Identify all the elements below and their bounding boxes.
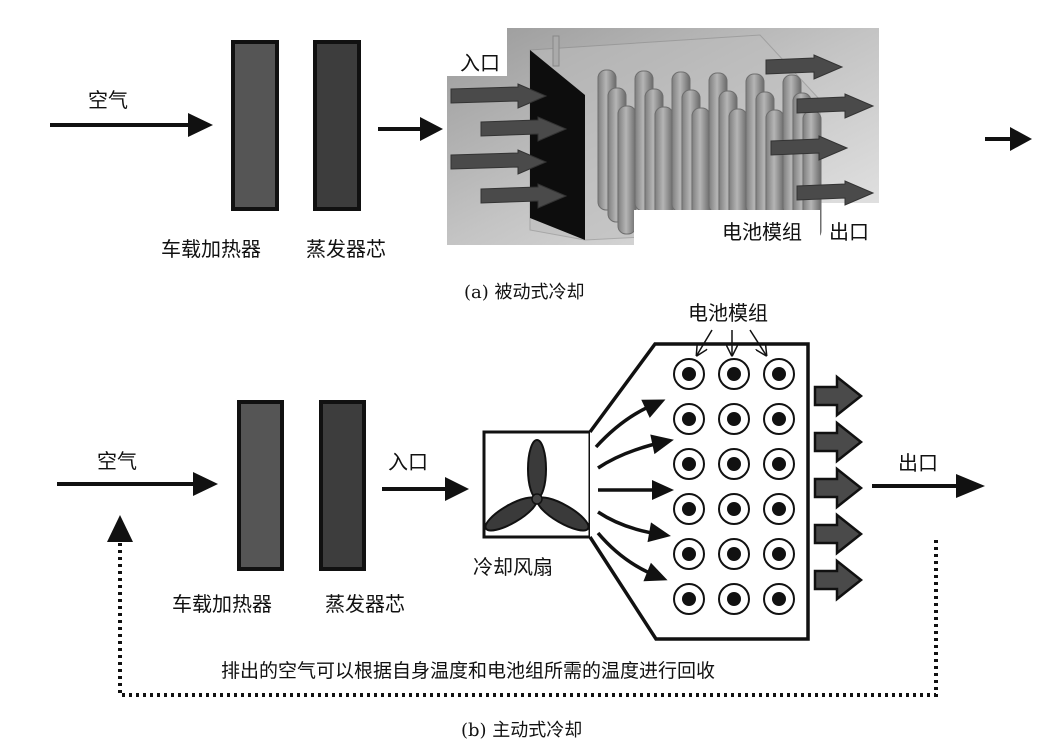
- battery-module-render: [447, 28, 879, 246]
- inlet-arrow-3d: [480, 116, 568, 142]
- battery-cell-core: [682, 367, 696, 381]
- battery-cell-core: [727, 547, 741, 561]
- module-pointer-arrows: [697, 329, 766, 355]
- airflow-arrow-head: [641, 399, 666, 418]
- outlet-label-a: 出口: [829, 220, 869, 244]
- battery-cell-core: [727, 592, 741, 606]
- battery-cell-core: [772, 367, 786, 381]
- outlet-block-arrow: [813, 374, 864, 418]
- airflow-arrow-head: [647, 522, 671, 543]
- inlet-arrow-3d: [450, 83, 548, 109]
- fan-icon: [484, 439, 590, 532]
- caption-a: (a) 被动式冷却: [464, 282, 585, 303]
- outlet-arrow-3d: [796, 93, 875, 119]
- outlet-arrow-3d: [770, 135, 849, 161]
- outlet-label-b: 出口: [898, 451, 938, 475]
- fan-label: 冷却风扇: [473, 555, 553, 579]
- caption-b: (b) 主动式冷却: [461, 720, 583, 741]
- battery-cell-core: [772, 502, 786, 516]
- air-inlet-arrow-a: [50, 113, 213, 137]
- heater-block-b: [237, 400, 284, 571]
- inlet-arrow-3d: [450, 149, 548, 175]
- outlet-block-arrows: [813, 374, 864, 602]
- air-label-b: 空气: [97, 449, 137, 473]
- airflow-arrow-head: [652, 480, 674, 500]
- outlet-arrow-3d: [796, 180, 875, 206]
- outlet-block-arrow: [813, 558, 864, 602]
- battery-housing: [588, 342, 810, 641]
- battery-cell-grid: [673, 358, 795, 615]
- outlet-block-arrow: [813, 420, 864, 464]
- inlet-arrows-3d: [450, 83, 568, 209]
- evaporator-label-b: 蒸发器芯: [325, 592, 405, 616]
- recycle-loop: [107, 515, 938, 697]
- airflow-arrow-head: [650, 434, 674, 455]
- evaporator-block-b: [319, 400, 366, 571]
- heater-label-a: 车载加热器: [161, 237, 261, 261]
- battery-cell-core: [727, 502, 741, 516]
- outlet-arrows-3d: [765, 54, 875, 206]
- figure-b: [57, 329, 985, 697]
- battery-cell-core: [772, 412, 786, 426]
- evaporator-block-a: [313, 40, 361, 211]
- outlet-arrow-3d: [765, 54, 844, 80]
- battery-cell-core: [682, 592, 696, 606]
- battery-cell-3d: [617, 105, 637, 235]
- outlet-block-arrow: [813, 512, 864, 556]
- heater-block-a: [231, 40, 279, 211]
- battery-module-label-b: 电池模组: [688, 301, 768, 325]
- battery-cell-core: [727, 412, 741, 426]
- battery-cell-core: [727, 457, 741, 471]
- recycle-note: 排出的空气可以根据自身温度和电池组所需的温度进行回收: [221, 660, 716, 682]
- battery-cell-core: [682, 547, 696, 561]
- to-module-arrow-a: [378, 117, 443, 141]
- outlet-block-arrow: [813, 466, 864, 510]
- exit-arrow-a: [985, 127, 1032, 151]
- battery-cell-core: [727, 367, 741, 381]
- inlet-label-a: 入口: [460, 51, 500, 75]
- battery-cell-core: [772, 592, 786, 606]
- inlet-arrow-b: [382, 477, 469, 501]
- figure-a: [50, 28, 1032, 246]
- fan-airflow-arrows: [594, 399, 674, 582]
- evaporator-label-a: 蒸发器芯: [306, 237, 386, 261]
- air-inlet-arrow-b: [57, 472, 218, 496]
- inlet-label-b: 入口: [388, 450, 428, 474]
- battery-cell-core: [682, 412, 696, 426]
- battery-cell-core: [682, 502, 696, 516]
- battery-cell-core: [682, 457, 696, 471]
- inlet-arrow-3d: [480, 183, 568, 209]
- airflow-arrow-head: [643, 562, 668, 582]
- battery-module-label-a: 电池模组: [722, 220, 802, 244]
- battery-cell-core: [772, 457, 786, 471]
- air-label-a: 空气: [88, 88, 128, 112]
- exit-arrow-b: [872, 474, 985, 498]
- heater-label-b: 车载加热器: [172, 592, 272, 616]
- battery-cell-core: [772, 547, 786, 561]
